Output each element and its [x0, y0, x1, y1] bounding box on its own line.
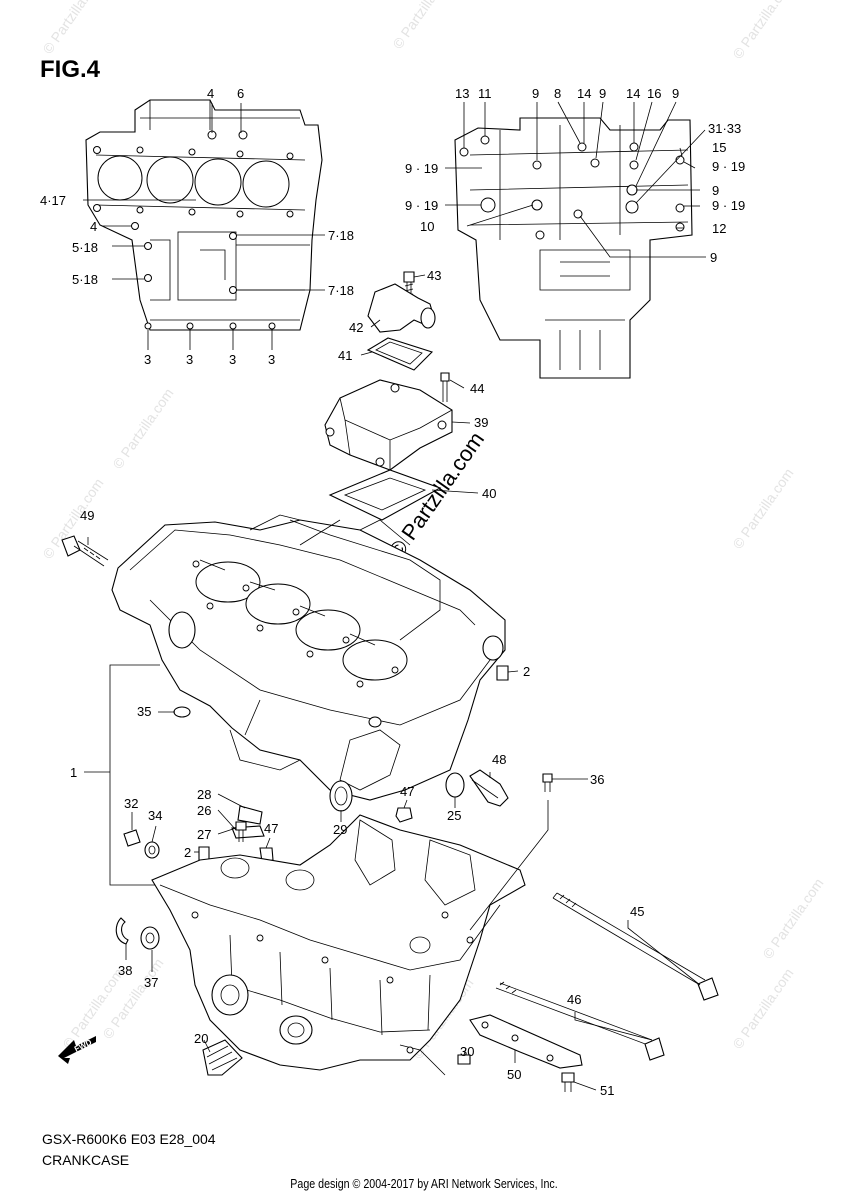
- watermark-text: © Partzilla.com: [729, 0, 796, 62]
- callout-label: 46: [567, 992, 581, 1007]
- callout-label: 32: [124, 796, 138, 811]
- watermark-text: © Partzilla.com: [729, 965, 796, 1051]
- callout-label: 11: [478, 86, 492, 101]
- callout-label: 13: [455, 86, 469, 101]
- callout-label: 26: [197, 803, 211, 818]
- callout-label: 3: [144, 352, 151, 367]
- callout-label: 2: [523, 664, 530, 679]
- callout-labels: 4 6 4·17 4 5·18 5·18 7·18 7·18 3 3 3 3 1…: [40, 86, 745, 1098]
- callout-label: 42: [349, 320, 363, 335]
- callout-label: 29: [333, 822, 347, 837]
- callout-label: 47: [264, 821, 278, 836]
- figure-title: FIG.4: [40, 56, 101, 83]
- callout-label: 40: [482, 486, 496, 501]
- watermark-text: © Partzilla.com: [109, 385, 176, 471]
- callout-label: 48: [492, 752, 506, 767]
- upper-crankcase-top-view: [83, 99, 325, 350]
- callout-label: 20: [194, 1031, 208, 1046]
- callout-label: 6: [237, 86, 244, 101]
- callout-label: 44: [470, 381, 484, 396]
- callout-label: 49: [80, 508, 94, 523]
- callout-label: 41: [338, 348, 352, 363]
- callout-label: 9: [599, 86, 606, 101]
- callout-label: 27: [197, 827, 211, 842]
- lower-crankcase-3d: [115, 800, 719, 1092]
- callout-label: 9: [710, 250, 717, 265]
- callout-label: 7·18: [328, 283, 354, 298]
- page-footer: Page design © 2004-2017 by ARI Network S…: [290, 1176, 558, 1191]
- callout-label: 3: [268, 352, 275, 367]
- callout-label: 9 · 19: [405, 198, 438, 213]
- callout-label: 9: [532, 86, 539, 101]
- callout-label: 31·33: [708, 121, 741, 136]
- callout-label: 28: [197, 787, 211, 802]
- callout-label: 9: [712, 183, 719, 198]
- watermark-text: © Partzilla.com: [759, 875, 826, 961]
- callout-label: 30: [460, 1044, 474, 1059]
- callout-label: 37: [144, 975, 158, 990]
- callout-label: 5·18: [72, 272, 98, 287]
- callout-label: 4: [90, 219, 97, 234]
- section-name: CRANKCASE: [42, 1152, 130, 1168]
- callout-label: 9: [672, 86, 679, 101]
- callout-label: 10: [420, 219, 434, 234]
- callout-label: 9 · 19: [405, 161, 438, 176]
- breather-cover-assembly: [324, 271, 479, 521]
- callout-label: 2: [184, 845, 191, 860]
- watermark-text: © Partzilla.com: [389, 0, 456, 52]
- callout-label: 9 · 19: [712, 159, 745, 174]
- callout-label: 12: [712, 221, 726, 236]
- callout-label: 50: [507, 1067, 521, 1082]
- callout-label: 51: [600, 1083, 614, 1098]
- callout-label: 9 · 19: [712, 198, 745, 213]
- callout-label: 4·17: [40, 193, 66, 208]
- callout-label: 1: [70, 765, 77, 780]
- lower-crankcase-bottom-view: [445, 101, 706, 379]
- callout-label: 35: [137, 704, 151, 719]
- model-code: GSX-R600K6 E03 E28_004: [42, 1131, 216, 1147]
- callout-label: 39: [474, 415, 488, 430]
- upper-crankcase-3d: [61, 514, 588, 886]
- callout-label: 14: [577, 86, 591, 101]
- callout-label: 36: [590, 772, 604, 787]
- callout-label: 45: [630, 904, 644, 919]
- callout-label: 25: [447, 808, 461, 823]
- callout-label: 8: [554, 86, 561, 101]
- callout-label: 4: [207, 86, 214, 101]
- watermark-text: © Partzilla.com: [39, 0, 106, 57]
- callout-label: 34: [148, 808, 162, 823]
- callout-label: 47: [400, 784, 414, 799]
- callout-label: 7·18: [328, 228, 354, 243]
- callout-label: 14: [626, 86, 640, 101]
- callout-label: 3: [229, 352, 236, 367]
- callout-label: 15: [712, 140, 726, 155]
- callout-label: 16: [647, 86, 661, 101]
- callout-label: 38: [118, 963, 132, 978]
- callout-label: 5·18: [72, 240, 98, 255]
- callout-label: 3: [186, 352, 193, 367]
- callout-label: 43: [427, 268, 441, 283]
- watermark-text: © Partzilla.com: [729, 465, 796, 551]
